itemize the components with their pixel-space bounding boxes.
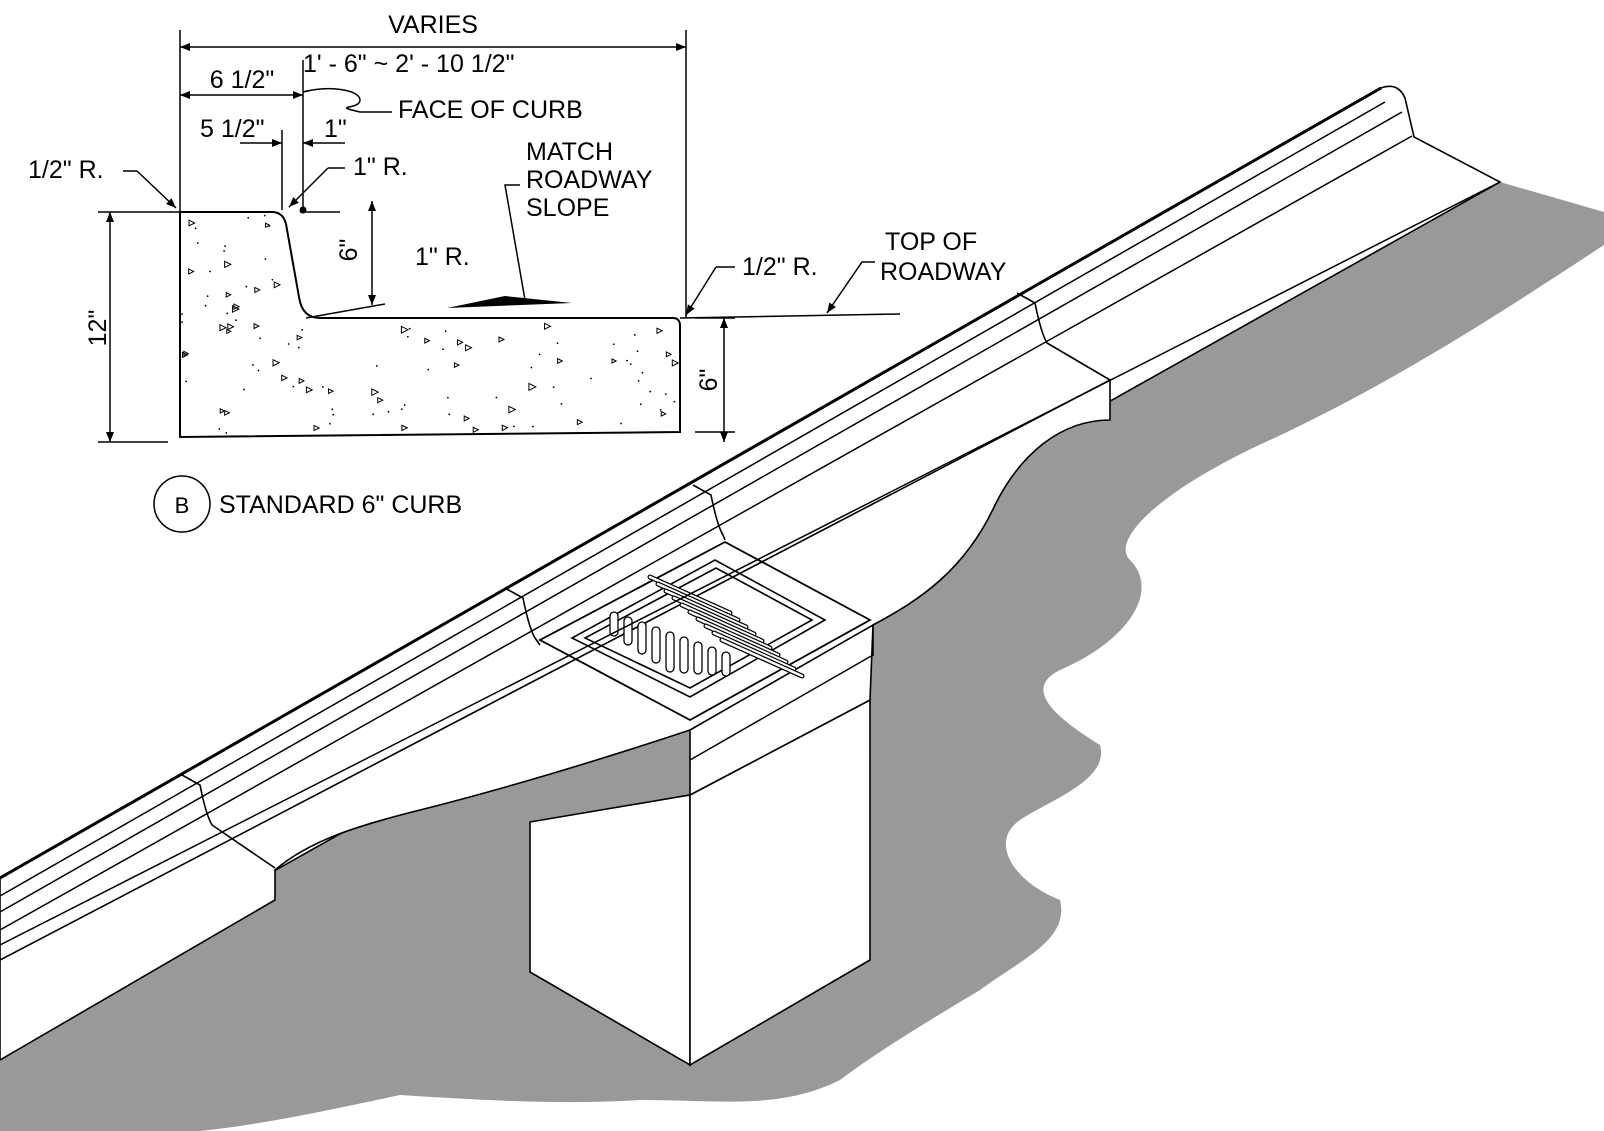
control-joint: [504, 587, 541, 646]
dim-gutter-thickness: 6": [695, 369, 723, 392]
detail-title: STANDARD 6" CURB: [219, 491, 462, 519]
dim-width-range: 1' - 6" ~ 2' - 10 1/2": [303, 50, 514, 78]
curb-section-outline: [179, 211, 681, 439]
dim-total-height: 12": [84, 310, 112, 347]
grate-slot: [651, 626, 661, 664]
inlet-box: [529, 623, 874, 1067]
dim-curb-reveal: 6": [335, 239, 363, 262]
grate-slot: [637, 621, 647, 655]
callout-back-radius: 1/2" R.: [28, 156, 104, 184]
detail-tag-circle: [153, 475, 211, 533]
grate-slot: [704, 624, 788, 664]
curb-back-edge: [0, 86, 1382, 880]
dim-curb-top: 6 1/2": [210, 66, 274, 94]
grate-slot: [648, 575, 732, 615]
callout-lip-radius: 1/2" R.: [742, 253, 818, 281]
grate-slot: [672, 596, 756, 636]
grate-slot: [688, 610, 772, 650]
concrete-aggregate-hatch: [181, 214, 680, 434]
dim-face-base: 5 1/2": [200, 115, 264, 143]
curb-face-line: [0, 135, 1413, 931]
curb-edge-lines: [0, 86, 1501, 946]
callout-match-1: MATCH: [526, 138, 613, 166]
isometric-view: [0, 85, 1604, 1131]
control-joint: [1016, 292, 1111, 381]
callout-flowline-radius: 1" R.: [415, 243, 470, 271]
grate-slot: [720, 638, 804, 678]
grate-slot: [679, 636, 689, 674]
grate-slot: [680, 603, 764, 643]
control-joint: [181, 774, 276, 869]
grate-slot: [712, 631, 796, 671]
callout-face-of-curb: FACE OF CURB: [398, 96, 583, 124]
curb-section: VARIES 1' - 6" ~ 2' - 10 1/2" 6 1/2" 5 1…: [28, 11, 1007, 533]
control-joints: [181, 292, 1111, 869]
grate-slot: [696, 617, 780, 657]
curb-top-face-line: [0, 111, 1403, 913]
grate-slot: [707, 646, 717, 676]
detail-tag-letter: B: [175, 493, 190, 518]
grate-slot: [656, 582, 740, 622]
callout-top-roadway-2: ROADWAY: [880, 258, 1007, 286]
grate-slot: [665, 631, 675, 673]
grate-slot: [664, 589, 748, 629]
grate-slot: [693, 641, 703, 675]
curb-flowline: [0, 181, 1501, 946]
callout-match-2: ROADWAY: [526, 166, 653, 194]
callout-match-3: SLOPE: [526, 194, 609, 222]
control-joint: [692, 484, 726, 541]
dim-batter: 1": [324, 115, 347, 143]
grate-slot: [721, 651, 731, 677]
inlet-grate: [538, 540, 872, 722]
dim-varies: VARIES: [388, 11, 478, 39]
grate-slot: [609, 611, 619, 637]
curb-top-line: [0, 101, 1386, 897]
callout-top-roadway-1: TOP OF: [885, 228, 977, 256]
callout-top-face-radius: 1" R.: [353, 153, 408, 181]
grate-slot: [623, 616, 633, 646]
